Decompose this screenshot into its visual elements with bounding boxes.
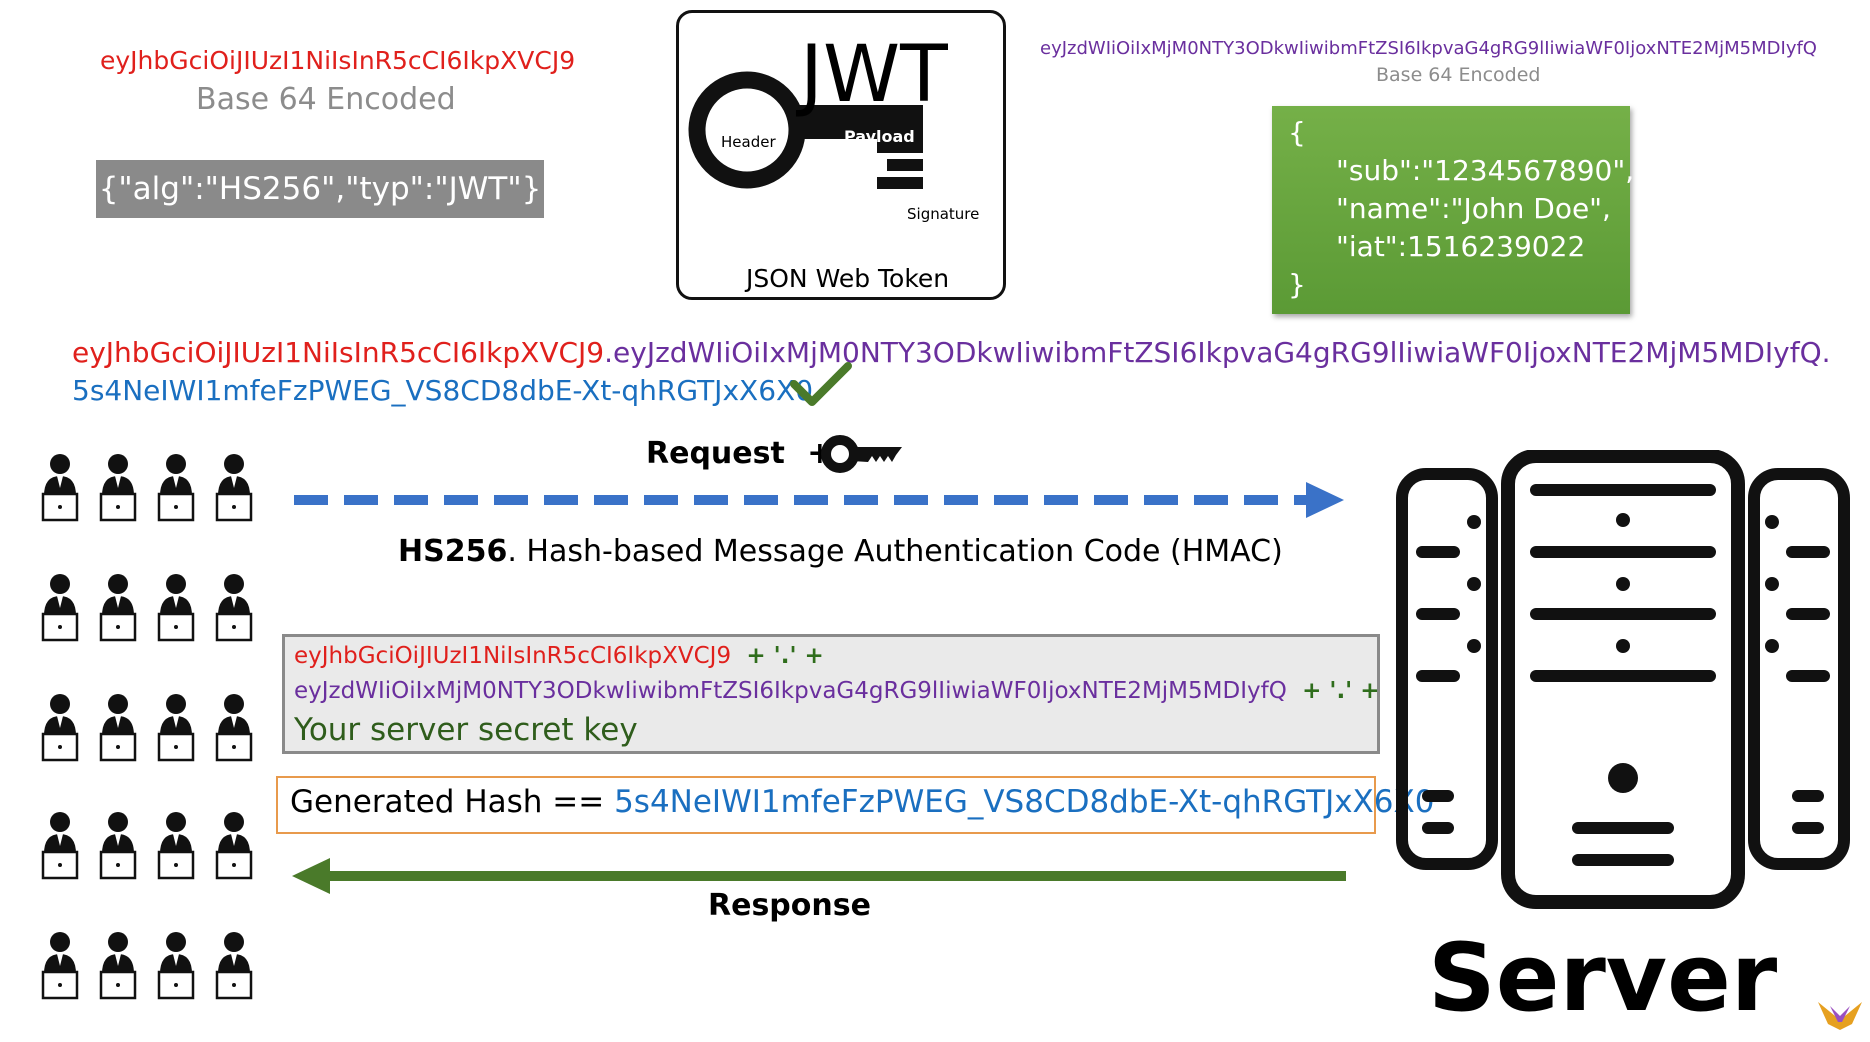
concat-header: eyJhbGciOiJIUzI1NiIsInR5cCI6IkpXVCJ9 [294,643,732,669]
concat-secret: Your server secret key [294,712,638,748]
user-icon [41,572,253,642]
request-label: Request + [646,436,832,471]
server-icon [1396,450,1850,909]
bird-logo-icon [1818,1002,1862,1030]
full-token-dot: . [1821,336,1831,369]
concat-join: + '.' + [746,643,824,669]
logo-title: JWT [800,30,948,120]
payload-encoded-label: Base 64 Encoded [1376,64,1541,86]
generated-hash-box [276,776,1376,834]
response-label: Response [708,888,871,923]
payload-json-line: { [1288,116,1306,149]
logo-signature-label: Signature [907,205,980,223]
user-icon [41,930,253,1000]
request-arrow [294,482,1344,518]
concat-line-header: eyJhbGciOiJIUzI1NiIsInR5cCI6IkpXVCJ9 + '… [294,643,824,669]
header-json-box: {"alg":"HS256","typ":"JWT"} [96,160,544,218]
key-icon [821,435,902,473]
concat-box [282,634,1380,754]
payload-json-line: "iat":1516239022 [1336,230,1586,263]
logo-header-label: Header [721,133,776,151]
payload-json-line: "name":"John Doe", [1336,192,1611,225]
payload-json-line: } [1288,268,1306,301]
hmac-description: HS256. Hash-based Message Authentication… [398,534,1283,569]
header-encoded-token: eyJhbGciOiJIUzI1NiIsInR5cCI6IkpXVCJ9 [100,46,576,75]
full-token-dot: . [604,336,614,369]
generated-hash-label: Generated Hash == [290,784,615,820]
payload-json-line: "sub":"1234567890", [1336,154,1635,187]
response-arrow [292,858,1346,894]
hmac-algo: HS256 [398,534,508,569]
payload-encoded-token: eyJzdWIiOiIxMjM0NTY3ODkwIiwibmFtZSI6Ikpv… [1040,38,1817,59]
concat-join: + '.' + [1302,678,1380,704]
full-token-line: eyJhbGciOiJIUzI1NiIsInR5cCI6IkpXVCJ9.eyJ… [72,336,1831,369]
user-icon [41,692,253,762]
logo-payload-label: Payload [844,127,915,146]
logo-caption: JSON Web Token [746,264,950,293]
generated-hash-line: Generated Hash == 5s4NeIWI1mfeFzPWEG_VS8… [290,784,1434,820]
server-label: Server [1428,924,1778,1033]
header-encoded-label: Base 64 Encoded [196,82,456,117]
request-text: Request [646,436,785,471]
hmac-text: . Hash-based Message Authentication Code… [507,534,1283,569]
checkmark-icon [790,362,852,406]
full-token-header: eyJhbGciOiJIUzI1NiIsInR5cCI6IkpXVCJ9 [72,336,605,369]
payload-json-box: { "sub":"1234567890", "name":"John Doe",… [1272,106,1634,314]
jwt-logo: Header Payload Signature [676,10,1006,300]
key-icon [688,71,923,189]
user-icon [41,452,253,522]
generated-hash-value: 5s4NeIWI1mfeFzPWEG_VS8CD8dbE-Xt-qhRGTJxX… [614,784,1435,820]
users-grid [41,452,253,1000]
concat-line-payload: eyJzdWIiOiIxMjM0NTY3ODkwIiwibmFtZSI6Ikpv… [294,678,1380,704]
full-token-payload: eyJzdWIiOiIxMjM0NTY3ODkwIiwibmFtZSI6Ikpv… [613,336,1822,369]
user-icon [41,810,253,880]
full-token-signature: 5s4NeIWI1mfeFzPWEG_VS8CD8dbE-Xt-qhRGTJxX… [72,374,814,407]
concat-payload: eyJzdWIiOiIxMjM0NTY3ODkwIiwibmFtZSI6Ikpv… [294,678,1287,704]
